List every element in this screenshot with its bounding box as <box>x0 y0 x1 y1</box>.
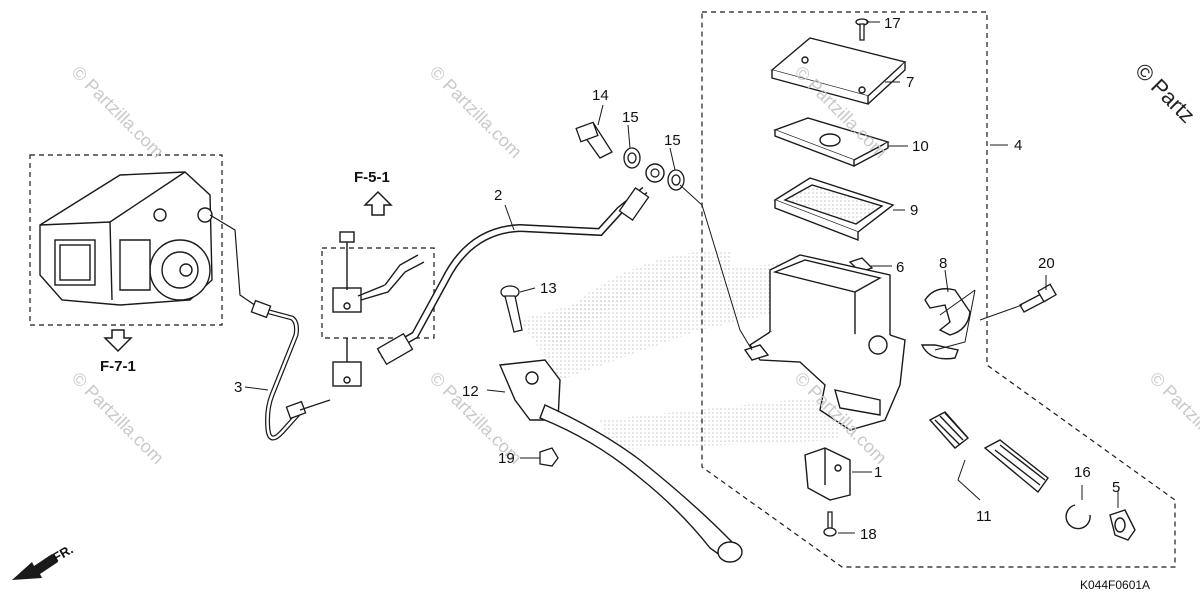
reservoir-cap-7 <box>770 37 907 105</box>
callout-part-15a: 15 <box>622 109 639 126</box>
callout-part-2: 2 <box>494 187 503 204</box>
holder-8 <box>920 288 971 360</box>
callout-part-19: 19 <box>498 450 515 467</box>
banjo-bolt-14 <box>575 121 613 159</box>
screw-18 <box>823 511 837 537</box>
joint-blocks <box>332 231 425 387</box>
callout-part-3: 3 <box>234 379 243 396</box>
piston-set-11 <box>928 411 1049 494</box>
diaphragm-9 <box>773 177 895 242</box>
front-direction-arrow-icon <box>12 554 58 580</box>
callout-part-8: 8 <box>939 255 948 272</box>
boot-5 <box>1109 509 1136 541</box>
callout-part-17: 17 <box>884 15 901 32</box>
f51-arrow-icon <box>363 190 393 216</box>
brake-lever-12 <box>498 359 743 563</box>
nut-19 <box>539 447 559 467</box>
callout-part-13: 13 <box>540 280 557 297</box>
abs-unit-box <box>29 154 223 326</box>
diagram-code: K044F0601A <box>1080 578 1151 592</box>
callout-part-10: 10 <box>912 138 929 155</box>
leader-lines <box>244 21 1119 534</box>
master-cylinder-box <box>701 11 1176 568</box>
diaphragm-plate-10 <box>772 117 890 168</box>
brake-hose-2 <box>376 163 665 366</box>
master-cylinder <box>743 254 906 431</box>
ref-f51-label: F-5-1 <box>354 169 390 186</box>
bolt-20 <box>1019 283 1057 313</box>
callout-part-14: 14 <box>592 87 609 104</box>
callout-part-7: 7 <box>906 74 915 91</box>
callout-part-11: 11 <box>976 508 992 525</box>
callout-part-9: 9 <box>910 202 919 219</box>
callout-part-1: 1 <box>874 464 883 481</box>
pivot-bolt-13 <box>500 285 523 333</box>
callout-part-15b: 15 <box>664 132 681 149</box>
washers-15 <box>623 147 685 191</box>
logo-shading <box>520 250 840 450</box>
circlip-16 <box>1065 504 1091 530</box>
abs-modulator <box>39 171 213 306</box>
callout-part-12: 12 <box>462 383 479 400</box>
ref-f71-label: F-7-1 <box>100 358 136 375</box>
callout-part-16: 16 <box>1074 464 1091 481</box>
callout-part-6: 6 <box>896 259 905 276</box>
callout-part-4: 4 <box>1014 137 1023 154</box>
f71-arrow-icon <box>103 329 133 353</box>
callout-part-20: 20 <box>1038 255 1055 272</box>
callout-part-5: 5 <box>1112 479 1121 496</box>
callout-part-18: 18 <box>860 526 877 543</box>
stop-switch-1 <box>804 447 851 501</box>
brake-pipe-3 <box>209 214 331 441</box>
